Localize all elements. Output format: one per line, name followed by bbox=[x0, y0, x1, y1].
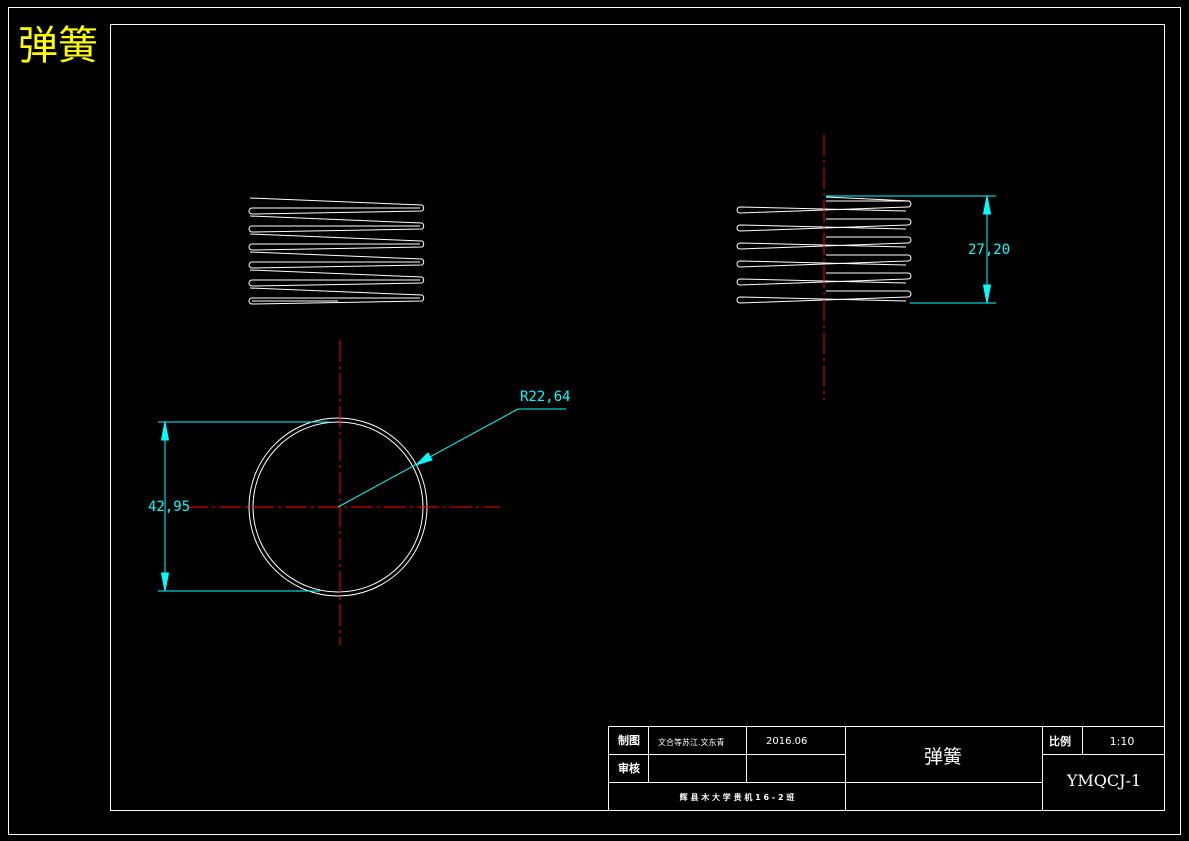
side-view-coil bbox=[736, 254, 912, 268]
side-view-coil-end bbox=[825, 196, 911, 202]
front-view-coil bbox=[248, 215, 425, 233]
front-view-coil bbox=[248, 269, 425, 287]
front-view-coil bbox=[248, 233, 425, 251]
radius-dimension-value: R22,64 bbox=[520, 389, 571, 405]
inner-frame bbox=[110, 24, 1165, 811]
organization: 辉 县 木 大 学 贵 机 1 6 - 2 班 bbox=[680, 792, 795, 802]
outer-border bbox=[8, 7, 1181, 835]
height-dimension bbox=[826, 195, 996, 304]
part-name: 弹簧 bbox=[924, 746, 962, 768]
corner-title: 弹簧 bbox=[18, 23, 98, 69]
spring-front-view bbox=[248, 197, 425, 305]
drawn-by-label: 制图 bbox=[618, 733, 640, 747]
scale-label: 比例 bbox=[1049, 734, 1071, 748]
front-view-coil bbox=[248, 197, 425, 215]
title-block bbox=[608, 726, 1165, 811]
diameter-dimension-value: 42,95 bbox=[148, 499, 190, 515]
front-view-coil bbox=[248, 287, 425, 305]
height-dimension-value: 27,20 bbox=[968, 242, 1010, 258]
radius-leader bbox=[337, 408, 566, 508]
drawing-date: 2016.06 bbox=[766, 736, 807, 747]
scale-value: 1:10 bbox=[1110, 735, 1135, 748]
drawn-by-value: 文合等苏江.文东青 bbox=[658, 737, 725, 747]
drawing-number: YMQCJ-1 bbox=[1066, 771, 1141, 790]
front-view-coil bbox=[248, 251, 425, 269]
checked-by-label: 审核 bbox=[618, 761, 640, 775]
diameter-dimension bbox=[158, 421, 330, 592]
